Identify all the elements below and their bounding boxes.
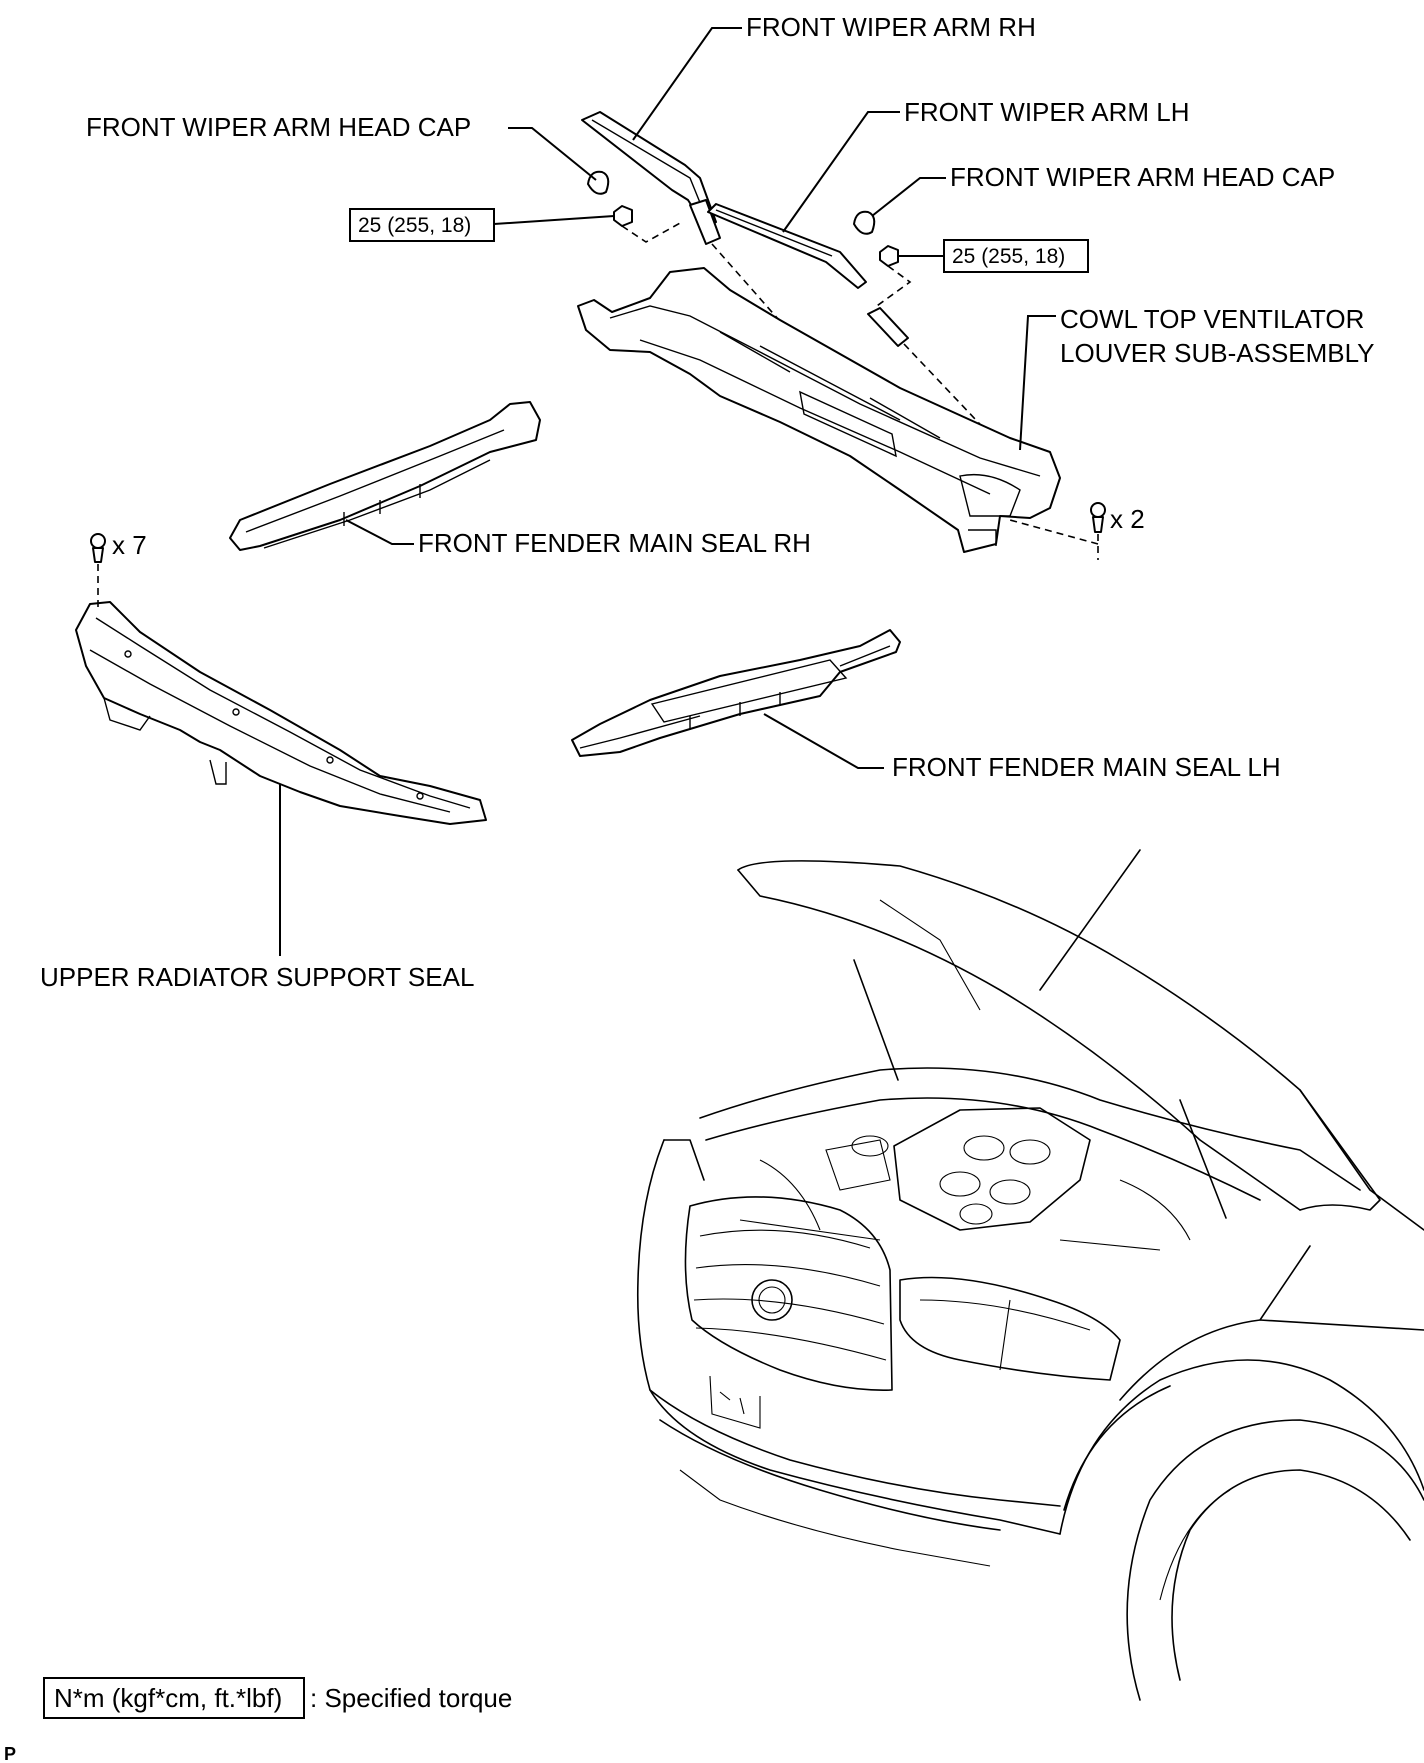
torque-box-left [349, 208, 495, 242]
legend-unit-box [43, 1677, 305, 1719]
torque-value-left: 25 (255, 18) [358, 214, 471, 237]
leader-head-cap-right [871, 177, 946, 217]
leader-wiper-arm-lh [782, 111, 900, 233]
cowl-top-ventilator-louver [577, 267, 1061, 553]
dash-nut-left [621, 221, 683, 243]
dash-clip-cowl [1009, 519, 1099, 560]
upper-radiator-support-seal [75, 601, 487, 825]
label-cowl-line2: LOUVER SUB-ASSEMBLY [1060, 338, 1375, 368]
legend-unit: N*m (kgf*cm, ft.*lbf) [54, 1683, 282, 1713]
front-fender-main-seal-lh [571, 629, 901, 757]
leader-cowl [1019, 315, 1056, 451]
label-cowl-line1: COWL TOP VENTILATOR [1060, 304, 1364, 334]
legend-description: : Specified torque [310, 1683, 512, 1713]
label-head-cap-right: FRONT WIPER ARM HEAD CAP [950, 162, 1335, 192]
label-front-wiper-arm-rh: FRONT WIPER ARM RH [746, 12, 1036, 42]
clip-radiator-icon [90, 533, 106, 563]
torque-value-right: 25 (255, 18) [952, 245, 1065, 268]
nut-left [613, 205, 633, 227]
head-cap-right [853, 210, 876, 235]
front-wiper-arm-lh [707, 203, 909, 347]
label-fender-lh: FRONT FENDER MAIN SEAL LH [892, 752, 1281, 782]
corner-mark: P [4, 1744, 16, 1763]
nut-right [879, 245, 899, 267]
dash-arm-lh-to-cowl [903, 343, 1013, 459]
front-wiper-arm-rh [581, 111, 721, 245]
leader-wiper-arm-rh [632, 27, 742, 141]
label-fender-rh: FRONT FENDER MAIN SEAL RH [418, 528, 811, 558]
leader-fender-rh [345, 519, 414, 545]
qty-clip-radiator: x 7 [112, 530, 147, 560]
front-fender-main-seal-rh [229, 401, 541, 551]
clip-cowl-icon [1090, 502, 1106, 533]
vehicle-illustration [636, 849, 1424, 1701]
label-front-wiper-arm-lh: FRONT WIPER ARM LH [904, 97, 1190, 127]
label-radiator-seal: UPPER RADIATOR SUPPORT SEAL [40, 962, 474, 992]
leader-torque-left [493, 215, 615, 225]
leader-head-cap-left [508, 127, 597, 181]
leader-fender-lh [763, 713, 884, 769]
dash-nut-right [873, 265, 912, 309]
qty-clip-cowl: x 2 [1110, 504, 1145, 534]
label-head-cap-left: FRONT WIPER ARM HEAD CAP [86, 112, 471, 142]
torque-box-right [943, 239, 1089, 273]
